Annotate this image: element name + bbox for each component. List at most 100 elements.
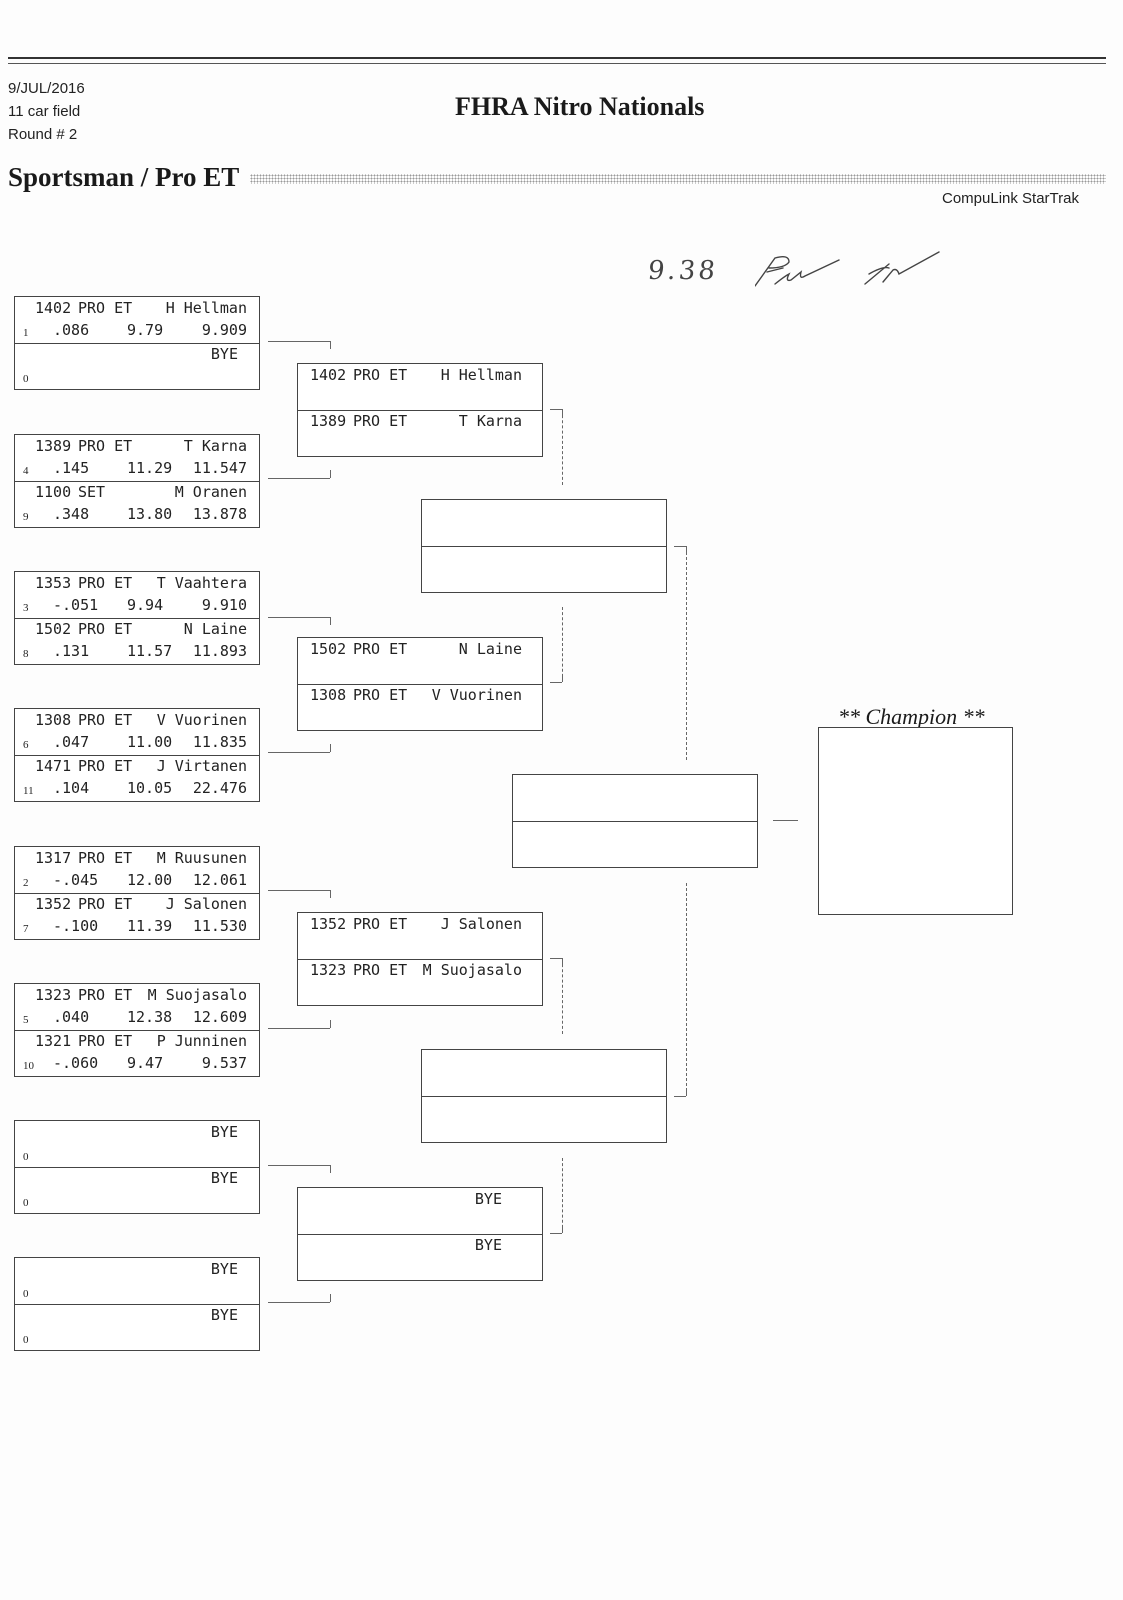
car-number: 1389 <box>35 437 72 455</box>
connector-dashed <box>562 607 563 682</box>
connector-line <box>268 1302 330 1303</box>
semifinal-match-2 <box>421 1049 667 1143</box>
lane-number: 6 <box>23 739 29 751</box>
field-size: 11 car field <box>8 103 81 120</box>
dial-in: 13.80 <box>127 505 173 523</box>
event-title: FHRA Nitro Nationals <box>455 92 705 121</box>
connector-dashed <box>562 959 563 1034</box>
connector-tick <box>330 744 331 752</box>
car-number: 1321 <box>35 1032 72 1050</box>
lane-number: 8 <box>23 648 29 660</box>
lane-number: 4 <box>23 465 29 477</box>
dial-in: 11.39 <box>127 917 173 935</box>
lane-number: 9 <box>23 511 29 523</box>
dial-in: 11.00 <box>127 733 173 751</box>
lane-number: 11 <box>23 785 34 797</box>
connector-line <box>268 617 330 618</box>
connector-dashed <box>686 547 687 760</box>
elapsed-time: 11.530 <box>192 917 247 935</box>
round2-entry: BYE <box>298 1234 542 1280</box>
round1-entry: BYE 0 <box>15 1258 259 1305</box>
car-class: PRO ET <box>353 686 408 704</box>
car-class: PRO ET <box>353 915 408 933</box>
round1-entry: BYE 0 <box>15 1304 259 1350</box>
driver-name: M Oranen <box>174 483 247 501</box>
elapsed-time: 11.547 <box>192 459 247 477</box>
car-number: 1389 <box>310 412 347 430</box>
connector-line <box>773 820 798 821</box>
connector-line <box>550 682 562 683</box>
lane-number: 10 <box>23 1060 34 1072</box>
lane-number: 1 <box>23 327 29 339</box>
dial-in: 9.94 <box>127 596 164 614</box>
handwritten-note: 9.38 <box>646 256 720 286</box>
car-class: PRO ET <box>78 986 133 1004</box>
dial-in: 12.00 <box>127 871 173 889</box>
semifinal-entry-top <box>422 1050 666 1097</box>
car-number: 1352 <box>310 915 347 933</box>
connector-line <box>550 1233 562 1234</box>
driver-name: BYE <box>210 1123 238 1141</box>
handwritten-signature <box>754 248 955 303</box>
car-class: PRO ET <box>78 895 133 913</box>
dial-in: 10.05 <box>127 779 173 797</box>
car-class: PRO ET <box>78 620 133 638</box>
connector-tick <box>330 1294 331 1302</box>
driver-name: N Laine <box>458 640 522 658</box>
car-class: PRO ET <box>78 299 133 317</box>
car-class: PRO ET <box>353 961 408 979</box>
elapsed-time: 9.910 <box>201 596 247 614</box>
semifinal-entry-bottom <box>422 1096 666 1142</box>
header-rule-bottom <box>8 63 1106 64</box>
connector-line <box>550 409 562 410</box>
round1-match-7: BYE 0 BYE 0 <box>14 1120 260 1214</box>
round-number: Round # 2 <box>8 126 78 143</box>
driver-name: T Karna <box>183 437 247 455</box>
car-number: 1323 <box>310 961 347 979</box>
reaction-time: .040 <box>53 1008 90 1026</box>
connector-tick <box>330 470 331 478</box>
car-number: 1317 <box>35 849 72 867</box>
reaction-time: .086 <box>53 321 90 339</box>
connector-tick <box>330 341 331 349</box>
reaction-time: .104 <box>53 779 90 797</box>
elapsed-time: 11.893 <box>192 642 247 660</box>
elapsed-time: 13.878 <box>192 505 247 523</box>
round2-entry: 1323 PRO ET M Suojasalo <box>298 959 542 1005</box>
champion-box <box>818 727 1013 915</box>
connector-line <box>268 341 330 342</box>
connector-line <box>268 890 330 891</box>
reaction-time: -.051 <box>53 596 99 614</box>
connector-line <box>674 546 686 547</box>
final-entry-top <box>513 775 757 822</box>
driver-name: BYE <box>474 1236 502 1254</box>
car-class: PRO ET <box>353 412 408 430</box>
lane-number: 7 <box>23 923 29 935</box>
driver-name: N Laine <box>183 620 247 638</box>
header-rule-top <box>8 57 1106 59</box>
event-date: 9/JUL/2016 <box>8 80 85 97</box>
round1-entry: BYE 0 <box>15 1121 259 1168</box>
connector-line <box>674 1096 686 1097</box>
dotted-divider <box>250 174 1106 184</box>
car-number: 1352 <box>35 895 72 913</box>
driver-name: BYE <box>210 1260 238 1278</box>
driver-name: H Hellman <box>440 366 522 384</box>
car-class: PRO ET <box>78 574 133 592</box>
connector-tick <box>330 890 331 898</box>
round1-entry: BYE 0 <box>15 343 259 389</box>
connector-line <box>268 1165 330 1166</box>
connector-dashed <box>562 1158 563 1233</box>
driver-name: M Suojasalo <box>422 961 522 979</box>
